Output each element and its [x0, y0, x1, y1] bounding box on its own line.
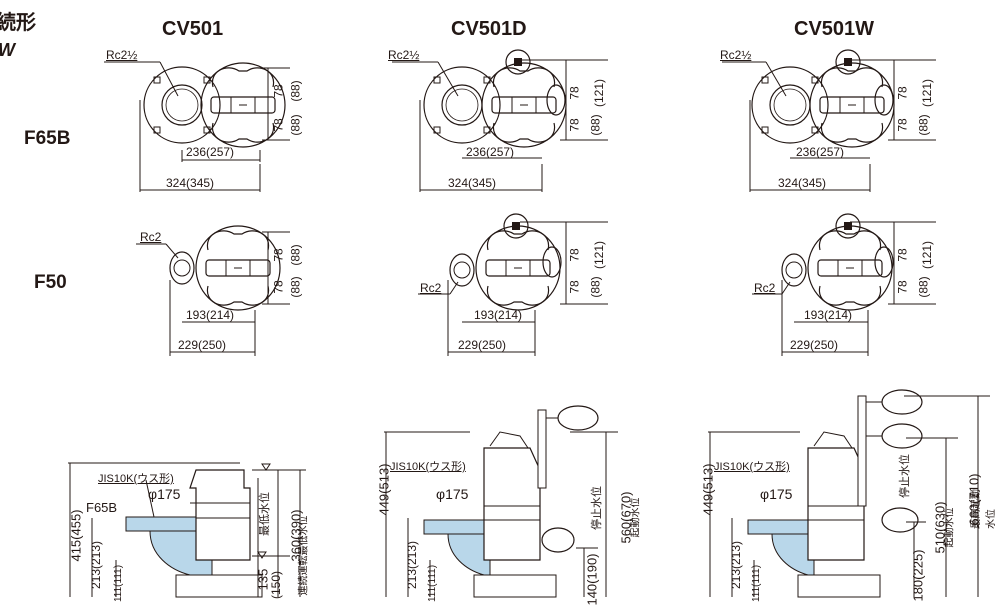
model-title-cv501: CV501 [162, 18, 224, 40]
label-side-cv501-cont: 連続運転最低水位 [298, 515, 310, 596]
dim-f50-cv501w-v2: 78 [895, 280, 910, 294]
dim-f65b-cv501w-v2: 78 [895, 118, 910, 132]
label-side-cv501-low: 最低水位 [259, 492, 271, 536]
dim-f65b-cv501w-d1: 236(257) [796, 145, 845, 159]
label-side-cv501d-stop: 停止水位 [591, 486, 603, 530]
dim-f65b-cv501-v2: 78 [271, 118, 286, 132]
dim-f50-cv501-v2: 78 [271, 280, 286, 294]
label-side-cv501w-stop: 停止水位 [899, 454, 911, 498]
f65b-side-label: F65B [86, 500, 118, 515]
dim-f65b-cv501d-d2: 324(345) [448, 176, 497, 190]
dim-f50-cv501-d1: 193(214) [186, 308, 235, 322]
dim-f50-cv501-v1: 78 [271, 248, 286, 262]
thread-label-f50-cv501d: Rc2 [420, 281, 442, 295]
jis-label-cv501d: JIS10K(ウス形) [390, 461, 466, 473]
thread-label-f50-cv501w: Rc2 [754, 281, 776, 295]
phi-label-cv501w: φ175 [760, 486, 793, 502]
dim-f50-cv501d-v2: 78 [567, 280, 582, 294]
dim-side-cv501-mid: 213(213) [89, 540, 104, 590]
thread-label-f65b-cv501w: Rc2½ [720, 48, 752, 62]
dim-side-cv501w-stop: 180(225) [910, 549, 926, 602]
dim-side-cv501w-total: 449(513) [700, 463, 716, 516]
dim-f65b-cv501w-v1b: (121) [920, 78, 935, 108]
label-side-cv501d-start: 起動水位 [630, 497, 642, 538]
dim-f50-cv501w-v2b: (88) [916, 276, 931, 298]
dim-side-cv501-base: 111(111) [113, 564, 125, 603]
thread-label-f50-cv501: Rc2 [140, 230, 162, 244]
top-f50-cv501 [136, 225, 290, 356]
dim-f50-cv501-v1b: (88) [288, 244, 303, 266]
dim-f50-cv501d-v2b: (88) [588, 276, 603, 298]
thread-label-f65b-cv501d: Rc2½ [388, 48, 420, 62]
top-f65b-cv501 [104, 61, 290, 192]
dim-f65b-cv501d-v2: 78 [567, 118, 582, 132]
dim-f50-cv501d-d1: 193(214) [474, 308, 523, 322]
row-label-f65b: F65B [24, 128, 71, 149]
phi-label-cv501: φ175 [148, 486, 181, 502]
thread-label-f65b-cv501: Rc2½ [106, 48, 138, 62]
dim-side-cv501w-mid: 213(213) [729, 540, 744, 590]
label-side-cv501w-start: 起動水位 [944, 507, 956, 548]
dim-side-cv501d-total: 449(513) [376, 463, 392, 516]
dim-side-cv501d-stop: 140(190) [584, 553, 600, 606]
side-cv501d [384, 405, 618, 598]
dim-f65b-cv501-v1: 78 [271, 84, 286, 98]
dim-f65b-cv501d-d1: 236(257) [466, 145, 515, 159]
top-f65b-cv501d [392, 49, 608, 192]
model-title-cv501d: CV501D [451, 18, 527, 40]
corner-title: 続形 [0, 12, 36, 34]
dim-f65b-cv501w-d2: 324(345) [778, 176, 827, 190]
jis-label-cv501w: JIS10K(ウス形) [714, 461, 790, 473]
top-f65b-cv501w [722, 49, 936, 192]
dim-side-cv501d-mid: 213(213) [405, 540, 420, 590]
top-f50-cv501w [752, 213, 936, 356]
dim-f50-cv501-d2: 229(250) [178, 338, 227, 352]
dim-f65b-cv501-v2b: (88) [288, 114, 303, 136]
dim-f50-cv501w-d2: 229(250) [790, 338, 839, 352]
dim-f65b-cv501-v1b: (88) [288, 80, 303, 102]
dim-f65b-cv501-d2: 324(345) [166, 176, 215, 190]
dim-f50-cv501d-v1: 78 [567, 248, 582, 262]
dim-side-cv501-total: 415(455) [68, 509, 84, 562]
dim-f50-cv501d-d2: 229(250) [458, 338, 507, 352]
top-f50-cv501d [418, 213, 608, 356]
dim-f65b-cv501d-v1b: (121) [592, 78, 607, 108]
dim-side-cv501w-base: 111(111) [751, 564, 763, 603]
corner-suffix: W [0, 40, 15, 61]
dim-side-cv501-low2: (150) [269, 570, 284, 600]
side-cv501 [68, 462, 306, 598]
dim-f65b-cv501-d1: 236(257) [186, 145, 235, 159]
dim-f65b-cv501d-v1: 78 [567, 86, 582, 100]
label-side-cv501w-max: 最高起動水位 [971, 489, 997, 529]
dim-f65b-cv501w-v2b: (88) [916, 114, 931, 136]
side-cv501w [708, 389, 990, 598]
row-label-f50: F50 [34, 272, 67, 293]
phi-label-cv501d: φ175 [436, 486, 469, 502]
dim-f50-cv501d-v1b: (121) [592, 240, 607, 270]
dim-side-cv501d-base: 111(111) [427, 564, 439, 603]
jis-label-cv501: JIS10K(ウス形) [98, 473, 174, 485]
dim-f65b-cv501d-v2b: (88) [588, 114, 603, 136]
dim-f50-cv501w-v1: 78 [895, 248, 910, 262]
dim-f50-cv501w-v1b: (121) [920, 240, 935, 270]
model-title-cv501w: CV501W [794, 18, 875, 40]
dim-f65b-cv501w-v1: 78 [895, 86, 910, 100]
dim-f50-cv501-v2b: (88) [288, 276, 303, 298]
dim-f50-cv501w-d1: 193(214) [804, 308, 853, 322]
